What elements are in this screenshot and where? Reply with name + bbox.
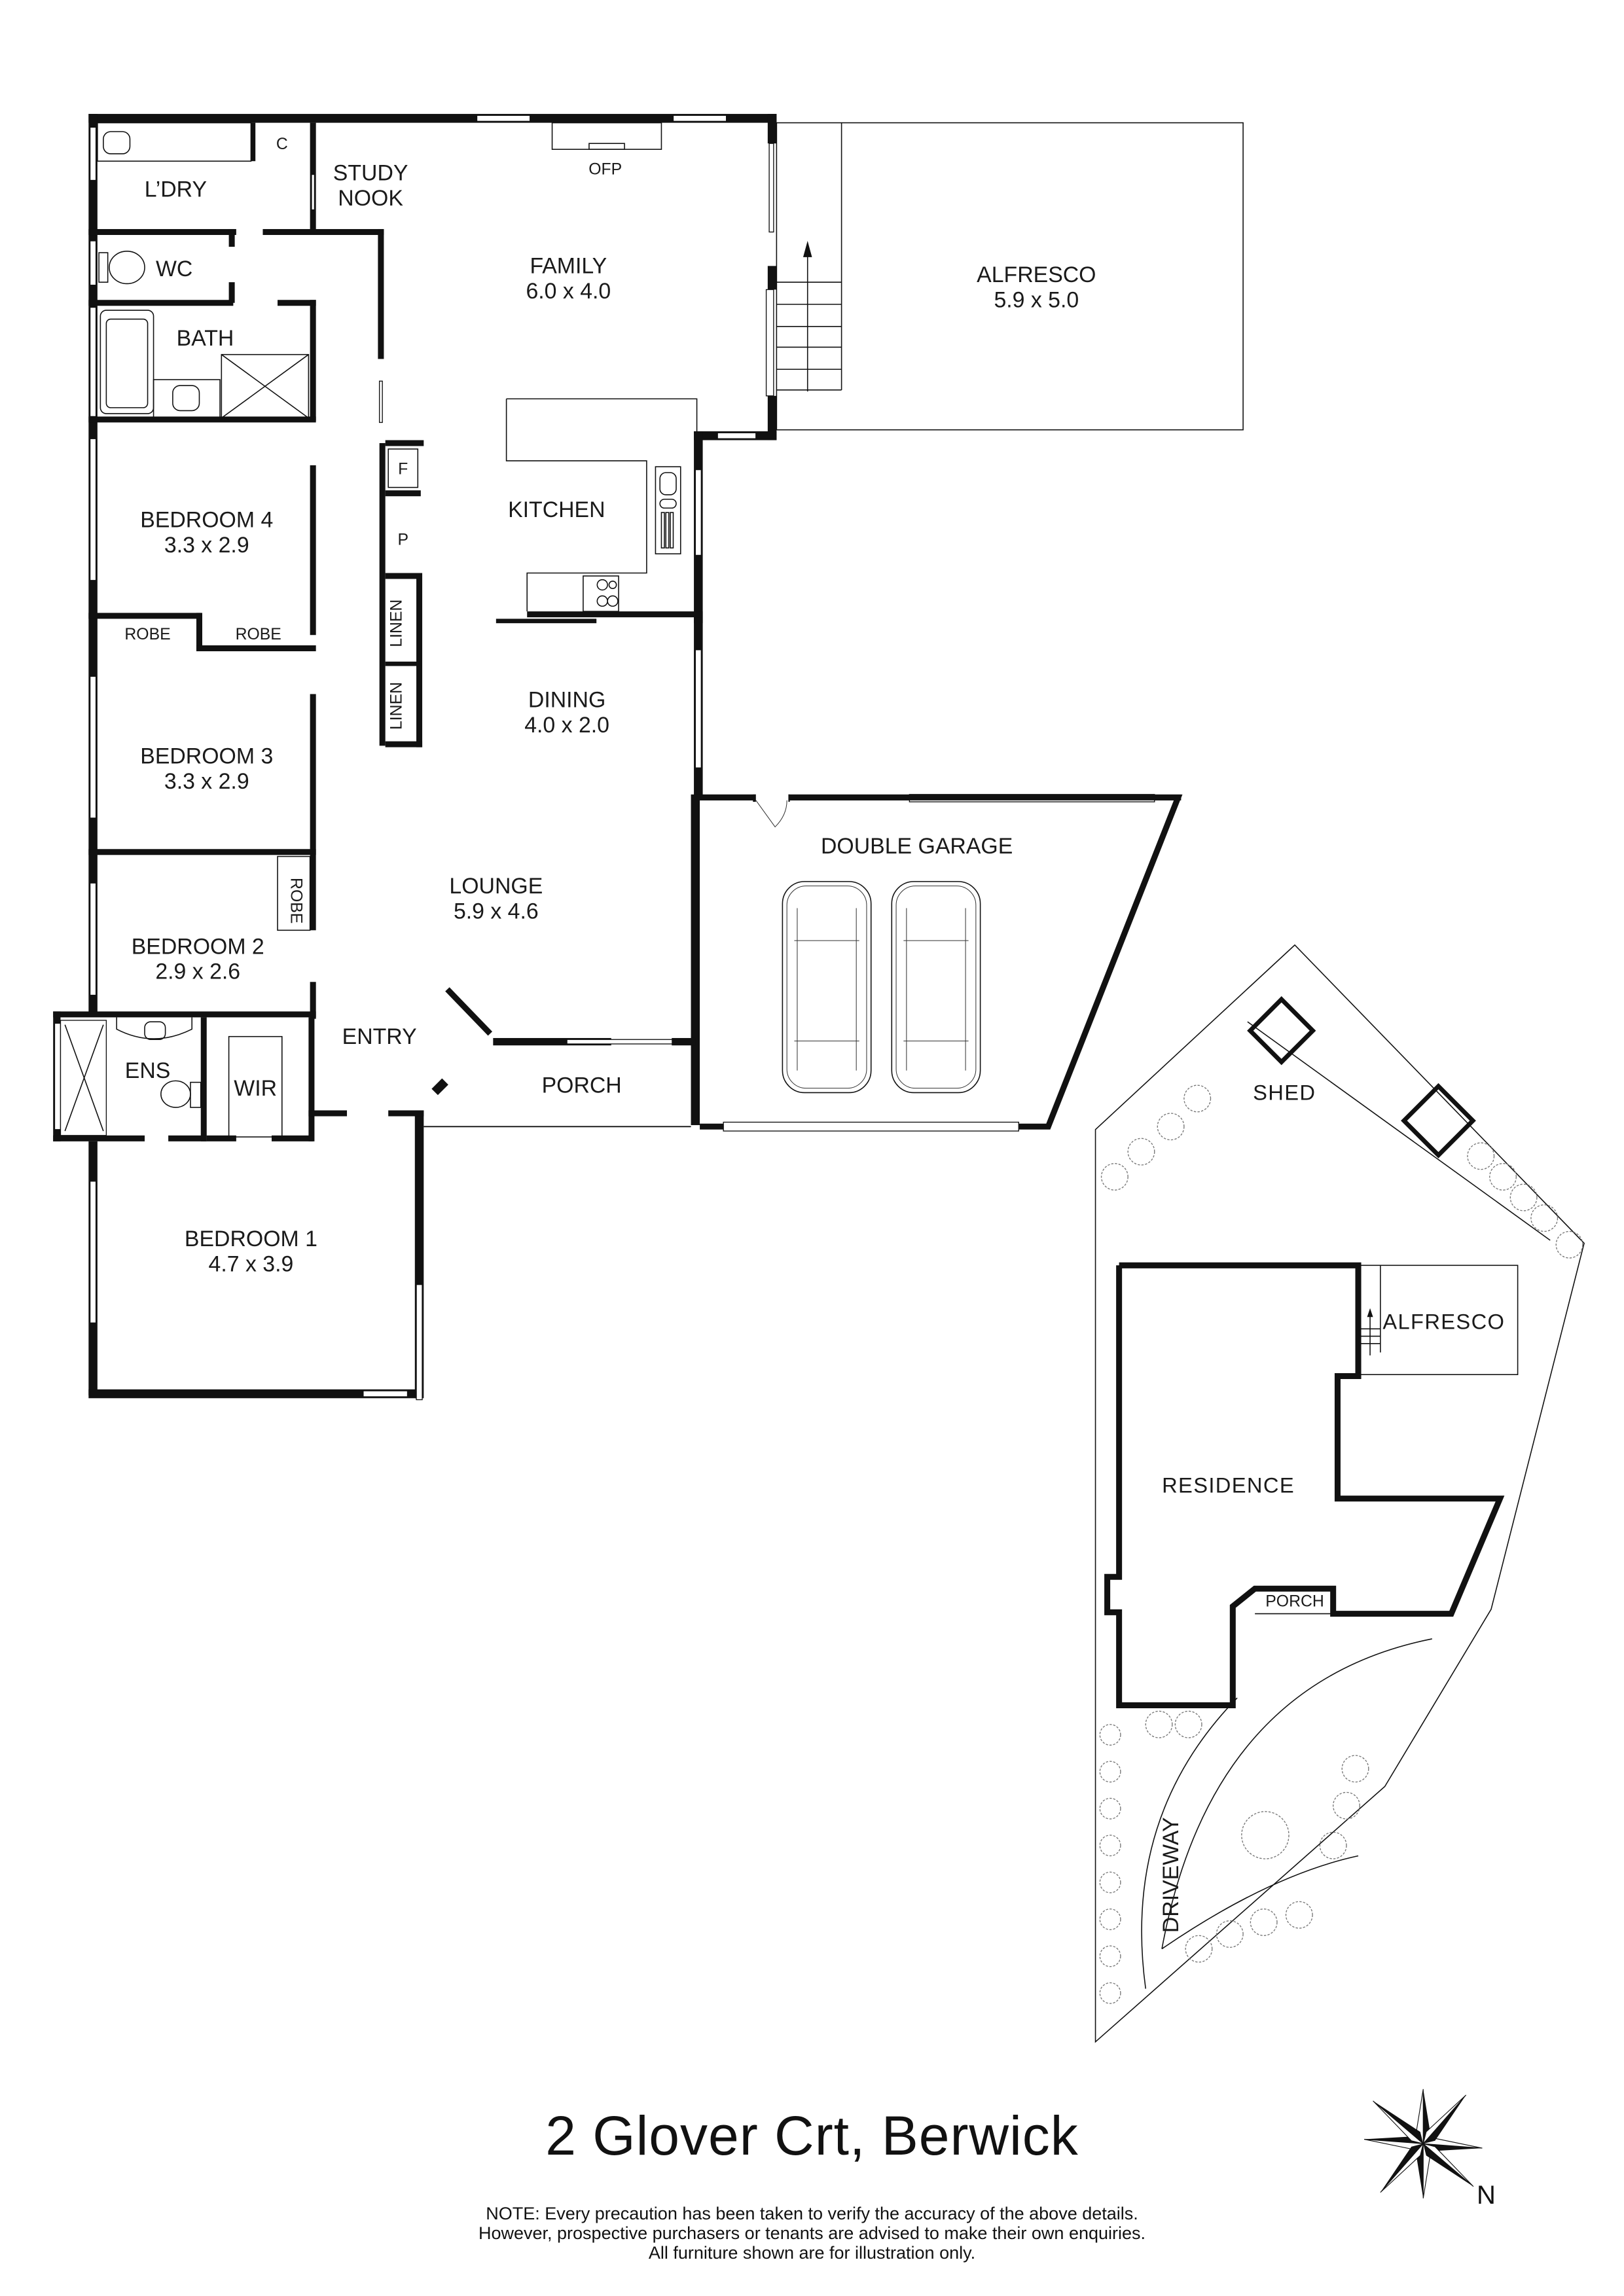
label-site-porch: PORCH	[1265, 1592, 1324, 1610]
site-plan	[1094, 944, 1585, 2043]
label-family-size: 6.0 x 4.0	[526, 279, 611, 304]
label-entry: ENTRY	[342, 1024, 417, 1049]
garage	[700, 793, 1183, 1132]
label-residence: RESIDENCE	[1162, 1473, 1295, 1498]
car-icon	[782, 881, 872, 1094]
label-bedroom3-size: 3.3 x 2.9	[164, 769, 249, 794]
label-driveway: DRIVEWAY	[1159, 1817, 1183, 1933]
label-lounge: LOUNGE	[449, 874, 543, 899]
label-bedroom2: BEDROOM 2	[132, 934, 264, 959]
label-shed: SHED	[1253, 1081, 1316, 1105]
house-walls	[53, 114, 777, 1401]
label-bedroom2-size: 2.9 x 2.6	[155, 960, 240, 984]
label-wir: WIR	[234, 1076, 277, 1101]
label-bedroom1: BEDROOM 1	[185, 1227, 317, 1251]
label-robe-right: ROBE	[236, 626, 281, 643]
car-icon	[891, 881, 981, 1094]
disclaimer-line-3: All furniture shown are for illustration…	[648, 2243, 976, 2263]
label-lounge-size: 5.9 x 4.6	[454, 899, 539, 924]
label-wc: WC	[156, 257, 192, 281]
fixtures	[60, 122, 1244, 1136]
label-study-nook-1: STUDY	[333, 161, 408, 186]
label-ofp: OFP	[588, 161, 622, 179]
label-family: FAMILY	[530, 254, 607, 279]
disclaimer-line-1: NOTE: Every precaution has been taken to…	[486, 2204, 1138, 2223]
tree-icons	[1099, 1085, 1583, 2004]
room-labels: L’DRY C STUDY NOOK OFP FAMILY 6.0 x 4.0 …	[124, 135, 1096, 1276]
label-laundry: L’DRY	[145, 177, 207, 202]
label-alfresco-size: 5.9 x 5.0	[994, 288, 1079, 313]
label-cupboard: C	[276, 135, 288, 153]
label-dining-size: 4.0 x 2.0	[524, 713, 609, 738]
label-bedroom3: BEDROOM 3	[140, 744, 273, 768]
label-alfresco: ALFRESCO	[977, 262, 1096, 287]
label-study-nook-2: NOOK	[338, 186, 403, 211]
label-fridge: F	[398, 460, 408, 478]
label-linen-2: LINEN	[388, 682, 405, 730]
disclaimer-note: NOTE: Every precaution has been taken to…	[0, 2204, 1624, 2263]
label-dining: DINING	[528, 688, 605, 713]
label-robe-bed2: ROBE	[287, 878, 304, 924]
label-pantry: P	[397, 531, 408, 549]
label-kitchen: KITCHEN	[508, 497, 605, 522]
label-ensuite: ENS	[125, 1058, 171, 1083]
label-bedroom1-size: 4.7 x 3.9	[209, 1251, 294, 1276]
label-linen-1: LINEN	[388, 600, 405, 647]
label-robe-left: ROBE	[124, 626, 170, 643]
label-bedroom4: BEDROOM 4	[140, 508, 273, 533]
label-double-garage: DOUBLE GARAGE	[821, 834, 1013, 859]
label-bath: BATH	[177, 326, 234, 351]
disclaimer-line-2: However, prospective purchasers or tenan…	[478, 2223, 1146, 2243]
label-porch: PORCH	[542, 1073, 622, 1098]
label-bedroom4-size: 3.3 x 2.9	[164, 533, 249, 558]
label-site-alfresco: ALFRESCO	[1382, 1309, 1505, 1333]
property-address: 2 Glover Crt, Berwick	[545, 2105, 1079, 2166]
north-label: N	[1477, 2181, 1496, 2210]
site-labels: SHED ALFRESCO RESIDENCE PORCH DRIVEWAY	[1159, 1081, 1505, 1933]
compass-rose-icon	[1363, 2089, 1483, 2198]
